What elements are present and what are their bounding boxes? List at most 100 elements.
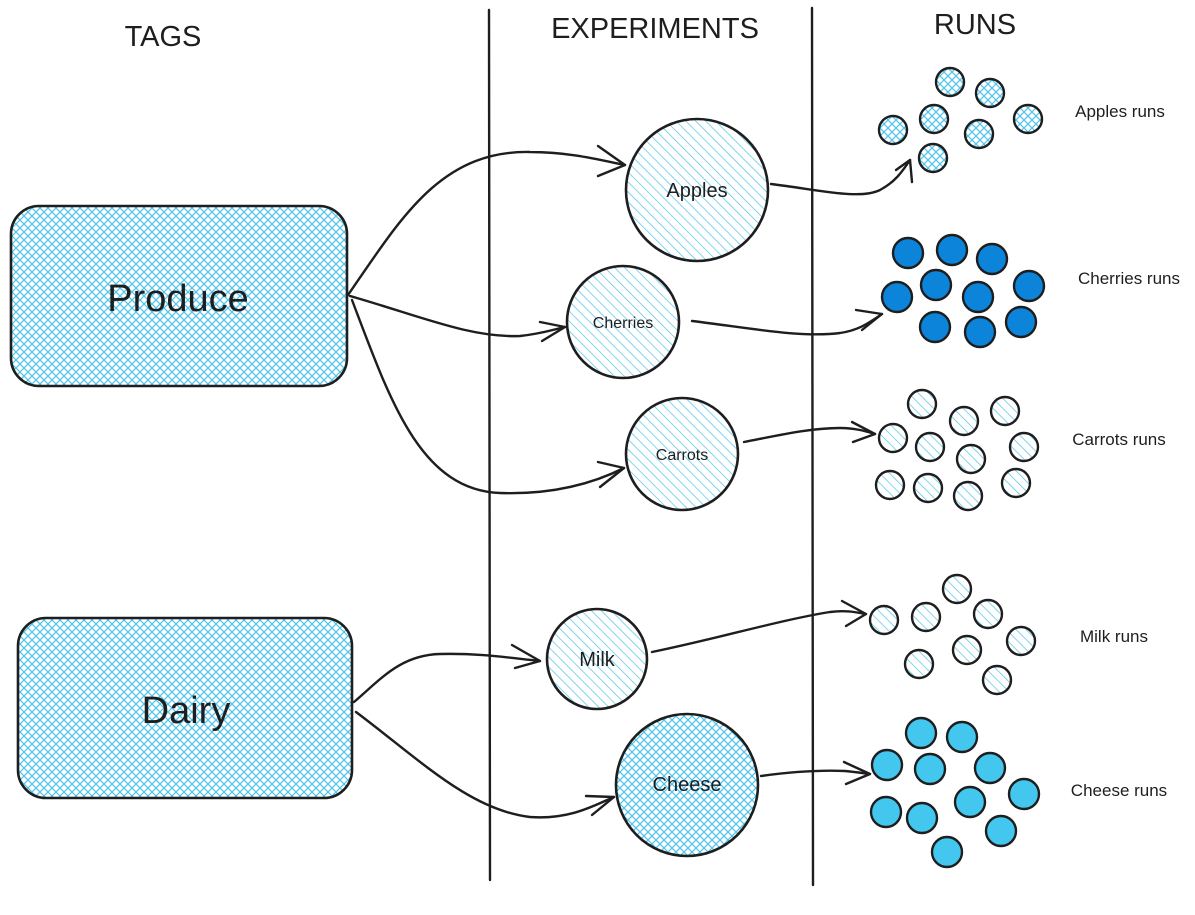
run-dot-carrots <box>877 422 909 454</box>
experiment-node-carrots: Carrots <box>624 396 740 512</box>
edge-dairy-milk <box>352 652 542 704</box>
run-dot-apples <box>917 142 949 174</box>
column-divider-left <box>487 8 492 882</box>
run-cluster-carrots <box>874 388 1040 512</box>
arrow-head-cheese <box>584 794 616 817</box>
run-dot-apples <box>1012 103 1044 135</box>
run-dot-apples <box>918 103 950 135</box>
arrow-head-milk-runs <box>840 599 868 628</box>
experiment-label-cherries: Cherries <box>593 315 653 332</box>
experiment-node-cheese: Cheese <box>614 712 760 858</box>
header-experiments: EXPERIMENTS <box>551 13 759 45</box>
run-dot-cherries <box>918 310 952 344</box>
experiment-node-apples: Apples <box>624 117 770 263</box>
run-cluster-apples <box>877 66 1044 174</box>
run-dot-cherries <box>975 242 1009 276</box>
run-dot-apples <box>934 66 966 98</box>
runs-label-apples: Apples runs <box>1075 102 1165 121</box>
run-dot-cherries <box>935 233 969 267</box>
edge-dairy-cheese <box>354 710 616 819</box>
tag-label-dairy: Dairy <box>142 690 231 732</box>
experiment-label-cheese: Cheese <box>653 774 722 796</box>
edge-cherries-runs <box>690 312 884 336</box>
run-dot-carrots <box>906 388 938 420</box>
run-dot-milk <box>981 664 1013 696</box>
run-dot-cheese <box>973 751 1007 785</box>
runs-label-carrots: Carrots runs <box>1072 430 1166 449</box>
edge-milk-runs <box>650 609 868 654</box>
run-dot-milk <box>868 604 900 636</box>
arrow-head-cherries-runs <box>854 308 884 332</box>
run-cluster-milk <box>868 573 1037 696</box>
run-dot-carrots <box>952 480 984 512</box>
experiment-label-carrots: Carrots <box>656 447 708 464</box>
edge-produce-apples <box>346 150 627 297</box>
arrow-head-carrots-runs <box>850 420 877 444</box>
column-divider-right <box>810 6 815 887</box>
run-dot-milk <box>941 573 973 605</box>
run-dot-cheese <box>984 814 1018 848</box>
edge-carrots-runs <box>742 426 877 444</box>
run-dot-cherries <box>880 280 914 314</box>
header-runs: RUNS <box>934 9 1016 41</box>
run-dot-carrots <box>989 395 1021 427</box>
tag-to-experiment-edges <box>346 144 627 819</box>
run-dot-cheese <box>869 795 903 829</box>
tag-box-produce: Produce <box>9 204 349 388</box>
edge-produce-cherries <box>348 294 567 338</box>
run-dot-carrots <box>874 469 906 501</box>
run-dot-cherries <box>1004 305 1038 339</box>
arrow-head-cheese-runs <box>842 760 872 786</box>
run-dot-milk <box>910 601 942 633</box>
run-cluster-cheese <box>869 716 1041 869</box>
arrow-head-carrots <box>596 460 626 489</box>
run-dot-cheese <box>905 801 939 835</box>
run-cluster-cherries <box>880 233 1046 349</box>
arrow-head-apples <box>596 144 627 178</box>
run-dot-cherries <box>1012 269 1046 303</box>
run-dot-milk <box>972 598 1004 630</box>
run-dot-cheese <box>904 716 938 750</box>
run-dot-carrots <box>955 443 987 475</box>
run-dot-cherries <box>891 236 925 270</box>
header-tags: TAGS <box>125 21 202 53</box>
run-dot-carrots <box>1000 467 1032 499</box>
experiment-to-runs-edges <box>650 158 914 786</box>
run-dot-apples <box>963 118 995 150</box>
tag-box-dairy: Dairy <box>16 616 354 800</box>
run-dot-cherries <box>919 268 953 302</box>
arrow-head-cherries <box>538 320 567 343</box>
experiment-label-apples: Apples <box>666 180 727 202</box>
run-dot-carrots <box>912 472 944 504</box>
run-dot-milk <box>951 634 983 666</box>
runs-label-cheese: Cheese runs <box>1071 781 1167 800</box>
runs-label-cherries: Cherries runs <box>1078 269 1180 288</box>
edge-apples-runs <box>769 158 912 196</box>
run-dot-carrots <box>948 405 980 437</box>
run-dot-apples <box>877 114 909 146</box>
experiment-node-cherries: Cherries <box>565 264 681 380</box>
run-dot-carrots <box>1008 431 1040 463</box>
run-dot-carrots <box>914 431 946 463</box>
run-dot-cherries <box>963 315 997 349</box>
run-dot-cheese <box>870 748 904 782</box>
run-dot-cherries <box>961 280 995 314</box>
edge-produce-carrots <box>350 298 626 495</box>
run-dot-cheese <box>913 752 947 786</box>
tag-label-produce: Produce <box>107 278 249 320</box>
runs-label-milk: Milk runs <box>1080 627 1148 646</box>
run-dot-apples <box>974 77 1006 109</box>
edge-cheese-runs <box>759 769 872 778</box>
run-dot-milk <box>903 648 935 680</box>
run-dot-cheese <box>1007 777 1041 811</box>
run-dot-cheese <box>930 835 964 869</box>
run-dot-cheese <box>945 720 979 754</box>
experiment-node-milk: Milk <box>545 607 649 711</box>
experiment-label-milk: Milk <box>579 649 616 671</box>
arrow-head-milk <box>510 643 542 670</box>
run-dot-cheese <box>953 785 987 819</box>
arrow-head-apples-runs <box>894 158 914 184</box>
run-dot-milk <box>1005 625 1037 657</box>
